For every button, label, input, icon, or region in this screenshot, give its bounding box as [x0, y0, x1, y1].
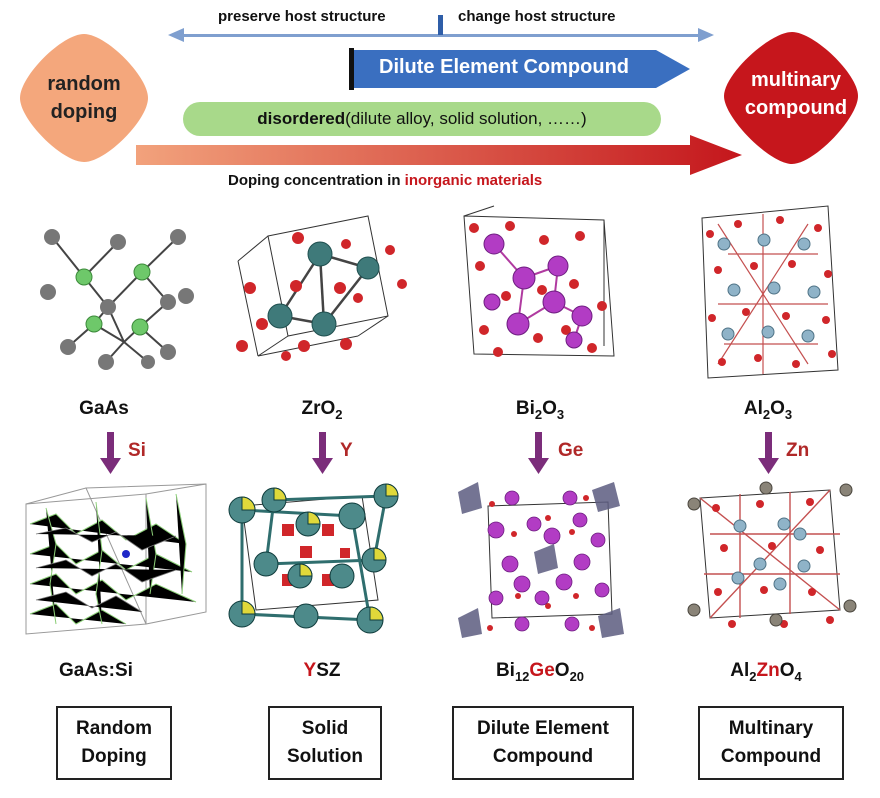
preserve-host-label: preserve host structure — [218, 8, 386, 25]
disordered-bold: disordered — [257, 109, 346, 128]
bi2o3-structure — [463, 205, 615, 357]
dopant-y: Y — [340, 440, 353, 461]
doped-label-bi12geo20: Bi12GeO20 — [495, 660, 585, 684]
disordered-pill: disordered (dilute alloy, solid solution… — [183, 102, 661, 136]
random-doping-shape — [20, 34, 148, 162]
bi12geo20-structure — [458, 482, 624, 638]
host-label-zro2: ZrO2 — [301, 398, 343, 422]
concentration-arrow — [136, 135, 742, 175]
dopant-ge: Ge — [558, 440, 584, 461]
dopant-si: Si — [128, 440, 146, 461]
host-label-gaas: GaAs — [79, 398, 129, 419]
ysz-structure — [228, 483, 399, 634]
host-label-al2o3: Al2O3 — [743, 398, 793, 422]
zro2-structure — [236, 215, 407, 361]
host-structure-axis — [178, 34, 703, 37]
al2zno4-structure — [687, 481, 857, 628]
doped-label-gaas-si: GaAs:Si — [59, 660, 133, 681]
dopant-zn: Zn — [786, 440, 810, 461]
al2o3-structure — [701, 205, 839, 379]
doped-label-al2zno4: Al2ZnO4 — [730, 660, 802, 684]
gaas-si-structure — [25, 483, 207, 635]
host-label-bi2o3: Bi2O3 — [515, 398, 565, 422]
multinary-shape — [724, 32, 858, 164]
dilute-banner-label: Dilute Element Compound — [379, 56, 629, 78]
change-host-label: change host structure — [458, 8, 616, 25]
doped-label-ysz: YSZ — [303, 660, 341, 681]
dilute-banner-shape — [349, 48, 690, 90]
host-structure-arrowheads — [168, 15, 714, 42]
disordered-rest: (dilute alloy, solid solution, ……) — [345, 109, 587, 128]
gaas-structure — [40, 229, 194, 370]
concentration-label: Doping concentration in inorganic materi… — [228, 172, 543, 189]
dopant-arrows — [100, 432, 779, 474]
